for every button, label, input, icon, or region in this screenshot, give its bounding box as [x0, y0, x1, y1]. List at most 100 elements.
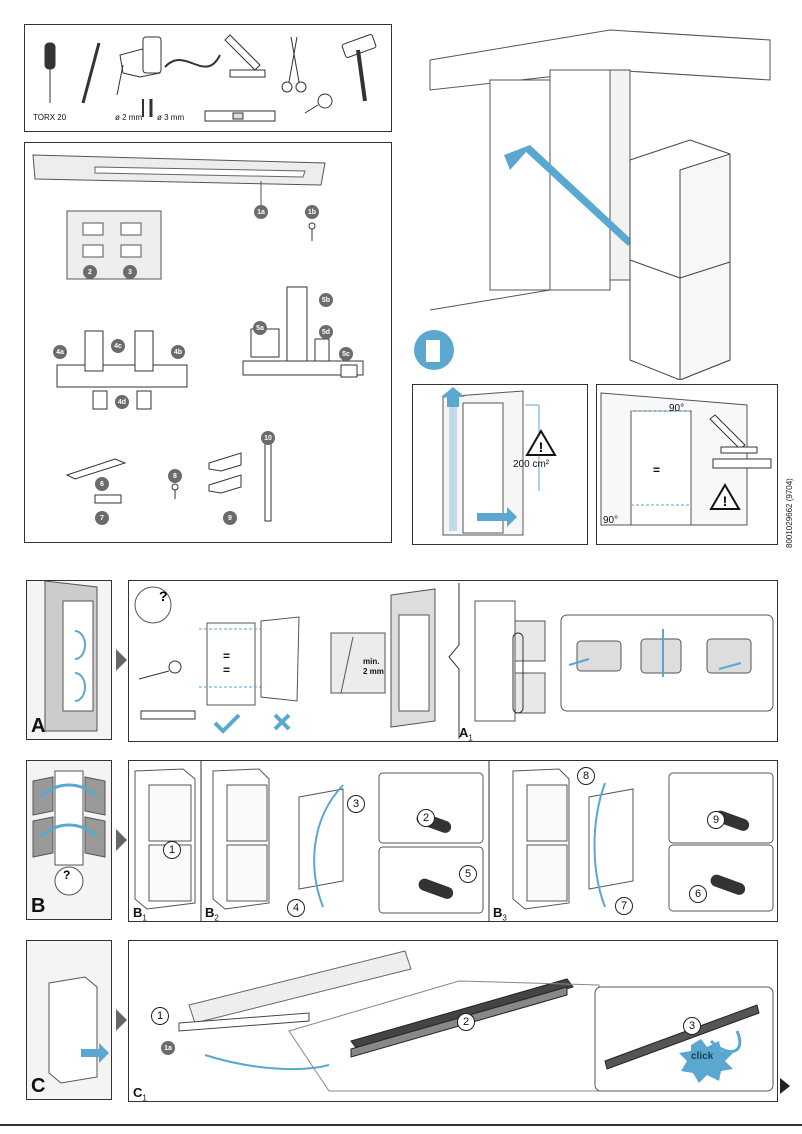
torx-label: TORX 20 — [33, 113, 67, 122]
part-badge-1a: 1a — [254, 205, 268, 219]
step-b-6: 6 — [689, 885, 707, 903]
svg-text:?: ? — [63, 868, 70, 882]
cover-cap-icon — [208, 452, 242, 472]
ventilation-area-label: 200 cm² — [513, 459, 550, 470]
part-badge-5c: 5c — [339, 347, 353, 361]
part-badge-3: 3 — [123, 265, 137, 279]
section-a-steps-panel: ? — [128, 580, 778, 743]
svg-text:!: ! — [723, 493, 728, 509]
cable-icon — [164, 54, 221, 68]
part-badge-4d: 4d — [115, 395, 129, 409]
section-b-steps-panel: 1 2 3 4 5 6 7 8 9 B1 B2 B3 — [128, 760, 778, 923]
svg-text:!: ! — [539, 439, 544, 455]
section-b1-label: B1 — [133, 905, 147, 923]
bottom-rule — [0, 1124, 802, 1126]
section-c1-label: C1 — [133, 1085, 147, 1103]
drill-3mm-label: ø 3 mm — [157, 113, 185, 122]
thought-bubble-icon — [134, 586, 172, 624]
min-value: 2 mm — [363, 667, 384, 676]
step-b-7: 7 — [615, 897, 633, 915]
section-a-thumbnail: A — [26, 580, 112, 740]
equal-mark-top: = — [223, 649, 231, 663]
click-label: click — [691, 1051, 714, 1062]
angle-top-label: 90° — [669, 403, 685, 414]
spirit-level-icon — [140, 710, 196, 720]
angle-bottom-label: 90° — [603, 515, 619, 526]
bracket-assembly-icon — [56, 330, 188, 410]
min-label: min. — [363, 657, 380, 666]
tools-panel: TORX 20 ø 2 mm ø 3 mm — [24, 24, 392, 132]
step-c-2: 2 — [457, 1013, 475, 1031]
pad-icon — [94, 494, 122, 504]
drill-2mm-label: ø 2 mm — [115, 113, 143, 122]
section-c-steps-panel: 1 2 3 1a click C1 — [128, 940, 778, 1103]
step-c-badge-1a: 1a — [161, 1041, 175, 1055]
section-c-letter: C — [31, 1075, 46, 1097]
part-badge-9: 9 — [223, 511, 237, 525]
airflow-up-arrow-icon — [441, 387, 465, 407]
step-b-5: 5 — [459, 865, 477, 883]
tape-measure-icon — [304, 93, 333, 114]
parts-illustration — [32, 154, 364, 522]
airflow-in-arrow-icon — [477, 507, 517, 527]
step-b-2: 2 — [417, 809, 435, 827]
screwdriver-icon — [44, 42, 56, 103]
part-badge-4c: 4c — [111, 339, 125, 353]
tools-illustration — [44, 34, 377, 122]
section-a1-label: A1 — [459, 725, 473, 743]
part-badge-5a: 5a — [253, 321, 267, 335]
step-b-8: 8 — [577, 767, 595, 785]
hammer-icon — [341, 34, 377, 102]
svg-text:?: ? — [159, 588, 168, 604]
part-badge-1b: 1b — [305, 205, 319, 219]
try-square-icon — [709, 414, 758, 454]
step-c-1: 1 — [151, 1007, 169, 1025]
hinge-adjust-icons — [576, 638, 752, 674]
seal-strip-icon — [264, 438, 272, 522]
equal-mark-bottom: = — [223, 663, 231, 677]
step-c-3: 3 — [683, 1017, 701, 1035]
click-burst-icon — [679, 1039, 733, 1083]
tape-measure-icon — [168, 660, 182, 674]
part-badge-5b: 5b — [319, 293, 333, 307]
section-b-thumbnail: ? B — [26, 760, 112, 920]
part-badge-7: 7 — [95, 511, 109, 525]
squareness-panel: ! 90° 90° = — [596, 384, 778, 545]
part-badge-2: 2 — [83, 265, 97, 279]
step-b-3: 3 — [347, 795, 365, 813]
parts-panel: 1a 1b 2 3 4a 4b 4c 4d 5a 5b 5c 5d 6 7 8 … — [24, 142, 392, 543]
warning-icon — [709, 483, 741, 510]
section-a-letter: A — [31, 715, 46, 737]
warning-icon — [525, 429, 557, 456]
screw-icon — [308, 222, 316, 241]
cross-icon — [273, 713, 291, 731]
check-icon — [213, 713, 241, 734]
page-next-arrow-icon — [780, 1078, 790, 1094]
section-b-arrow-icon — [116, 829, 127, 851]
section-a-arrow-icon — [116, 649, 127, 671]
section-b2-label: B2 — [205, 905, 219, 923]
part-badge-5d: 5d — [319, 325, 333, 339]
fridge-insertion-illustration — [410, 20, 790, 380]
ventilation-panel: ! 200 cm² — [412, 384, 588, 545]
pin-icon — [171, 483, 179, 499]
part-badge-8: 8 — [168, 469, 182, 483]
section-c-thumbnail: C — [26, 940, 112, 1100]
part-badge-10: 10 — [261, 431, 275, 445]
rail-assembly-icon — [242, 286, 364, 378]
equal-mark: = — [653, 463, 661, 477]
spirit-level-icon — [712, 458, 772, 469]
section-b3-label: B3 — [493, 905, 507, 923]
part-badge-4a: 4a — [53, 345, 67, 359]
part-badge-4b: 4b — [171, 345, 185, 359]
insert-arrow-icon — [504, 145, 632, 246]
step-b-4: 4 — [287, 899, 305, 917]
template-sheet-icon — [66, 210, 162, 280]
section-b-letter: B — [31, 895, 46, 917]
section-c-arrow-icon — [116, 1009, 127, 1031]
try-square-icon — [224, 34, 266, 78]
document-code: 8001029662 (9704) — [785, 478, 794, 548]
scissors-icon — [281, 36, 307, 93]
step-b-9: 9 — [707, 811, 725, 829]
pencil-icon — [81, 42, 101, 104]
